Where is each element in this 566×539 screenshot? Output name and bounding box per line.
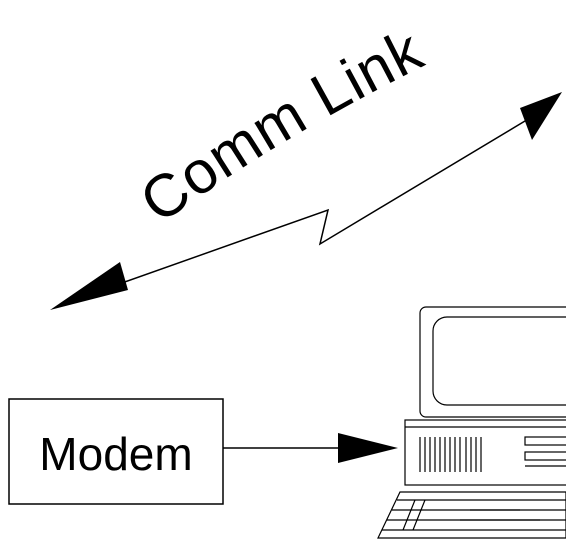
comm-link-arrow-icon <box>50 92 562 310</box>
modem-arrow-icon <box>223 433 398 463</box>
computer-icon <box>377 306 566 539</box>
modem-label: Modem <box>39 428 192 480</box>
modem-box: Modem <box>8 398 224 505</box>
comm-link-label: Comm Link <box>128 16 433 236</box>
